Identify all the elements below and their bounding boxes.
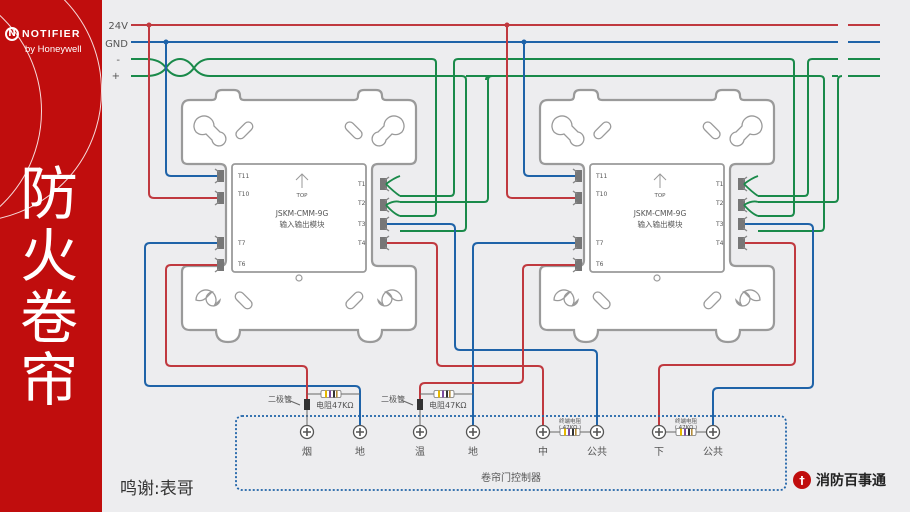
terminal-t7: T7	[595, 240, 604, 247]
screw-terminal	[705, 424, 721, 440]
terminal-t11: T11	[595, 173, 607, 180]
terminal-t1: T1	[715, 181, 724, 188]
page-title: 防 火 卷 帘	[14, 163, 84, 411]
wire-t7-ground-1	[144, 242, 361, 432]
top-label: TOP	[295, 193, 308, 199]
module-1: TOP JSKM-CMM-9G 输入输出模块 T11 T10 T7 T6 T1 …	[237, 173, 366, 268]
notifier-logo-icon: N	[5, 27, 19, 41]
wire-t4-down-2	[658, 242, 796, 432]
eol-label: 终端电阻	[675, 417, 698, 425]
terminal-t7: T7	[237, 240, 246, 247]
wire-t6-temp-2	[419, 264, 576, 400]
diode-icon	[417, 399, 423, 410]
title-char: 帘	[19, 346, 78, 414]
terminal-label: 下	[654, 447, 664, 458]
bus-minus-wire-3	[400, 58, 459, 197]
screw-terminal	[535, 424, 551, 440]
bus-label-24v: 24V	[108, 21, 128, 32]
sidebar: N NOTIFIER by Honeywell 防 火 卷 帘	[0, 0, 102, 512]
resistor-icon	[320, 390, 342, 398]
brand-sub: by Honeywell	[25, 44, 82, 55]
eol-value: ( 47KΩ )	[559, 425, 582, 431]
terminal-t3: T3	[357, 221, 366, 228]
top-arrow-icon	[653, 173, 667, 188]
wire-24v-t10-2	[506, 25, 576, 199]
top-arrow-icon	[295, 173, 309, 188]
terminal-t10: T10	[237, 191, 249, 198]
screw-terminal	[412, 424, 428, 440]
controller-title: 卷帘门控制器	[481, 471, 541, 484]
controller-box	[235, 415, 787, 491]
wire-t4-mid-1	[386, 242, 544, 432]
diode-label: 二极管	[268, 394, 292, 404]
wire-t3-common-2	[712, 223, 814, 432]
screw-terminal	[651, 424, 667, 440]
screw-terminal	[352, 424, 368, 440]
bus-minus-wire-4	[758, 58, 813, 197]
terminal-t2: T2	[357, 200, 366, 207]
terminal-label: 烟	[302, 445, 312, 458]
resistor-icon	[433, 390, 455, 398]
bus-label-gnd: GND	[105, 39, 128, 50]
wire-t7-ground-2	[472, 242, 576, 432]
screw-terminal	[465, 424, 481, 440]
resistor-label: 电阻47KΩ	[429, 400, 467, 410]
terminal-t2: T2	[715, 200, 724, 207]
terminal-label: 温	[415, 446, 425, 458]
resistor-label: 电阻47KΩ	[316, 400, 354, 410]
notifier-logo: N NOTIFIER	[5, 27, 81, 41]
footer-brand-icon: †	[793, 471, 811, 489]
bus-plus-wire-3	[758, 75, 843, 203]
terminal-t4: T4	[715, 240, 724, 247]
wire-gnd-t11-1	[165, 42, 218, 177]
module-model: JSKM-CMM-9G	[633, 209, 687, 218]
module-2: TOP JSKM-CMM-9G 输入输出模块 T11 T10 T7 T6 T1 …	[595, 173, 724, 268]
eol-label: 终端电阻	[559, 417, 582, 425]
bus-plus-wire-2	[466, 75, 825, 232]
wire-t3-common-1	[386, 223, 598, 432]
terminal-t3: T3	[715, 221, 724, 228]
wire-t6-smoke-1	[165, 264, 308, 400]
terminal-t10: T10	[595, 191, 607, 198]
terminal-t6: T6	[237, 261, 246, 268]
credit-text: 鸣谢:表哥	[120, 479, 194, 499]
screw-terminal	[299, 424, 315, 440]
title-char: 防	[19, 160, 78, 228]
title-char: 火	[19, 222, 78, 290]
top-label: TOP	[653, 193, 666, 199]
terminal-label: 地	[468, 445, 478, 458]
module-model: JSKM-CMM-9G	[275, 209, 329, 218]
footer-brand-name: 消防百事通	[816, 473, 886, 489]
module-desc: 输入输出模块	[638, 219, 683, 229]
module-desc: 输入输出模块	[280, 219, 325, 229]
footer-brand: † 消防百事通	[793, 470, 886, 490]
controller-terminals: 烟 地 温 地 中 公共 下 公共	[299, 424, 723, 458]
terminal-label: 公共	[587, 446, 607, 458]
terminal-t6: T6	[595, 261, 604, 268]
terminal-t11: T11	[237, 173, 249, 180]
title-char: 卷	[19, 284, 78, 352]
terminal-label: 中	[538, 445, 548, 458]
terminal-t1: T1	[357, 181, 366, 188]
terminal-t4: T4	[357, 240, 366, 247]
bus-plus-wire-4	[400, 75, 493, 203]
bus-label-minus: -	[116, 55, 120, 66]
diode-label: 二极管	[381, 394, 405, 404]
bus-label-plus: +	[112, 71, 120, 82]
terminal-label: 公共	[703, 446, 723, 458]
terminal-label: 地	[355, 445, 365, 458]
brand-name: NOTIFIER	[22, 28, 81, 40]
bus-minus-wire-2	[458, 58, 795, 217]
screw-terminal	[589, 424, 605, 440]
wire-gnd-t11-2	[523, 42, 576, 177]
wire-24v-t10-1	[148, 25, 218, 199]
diode-icon	[304, 399, 310, 410]
eol-value: ( 47KΩ )	[675, 425, 698, 431]
